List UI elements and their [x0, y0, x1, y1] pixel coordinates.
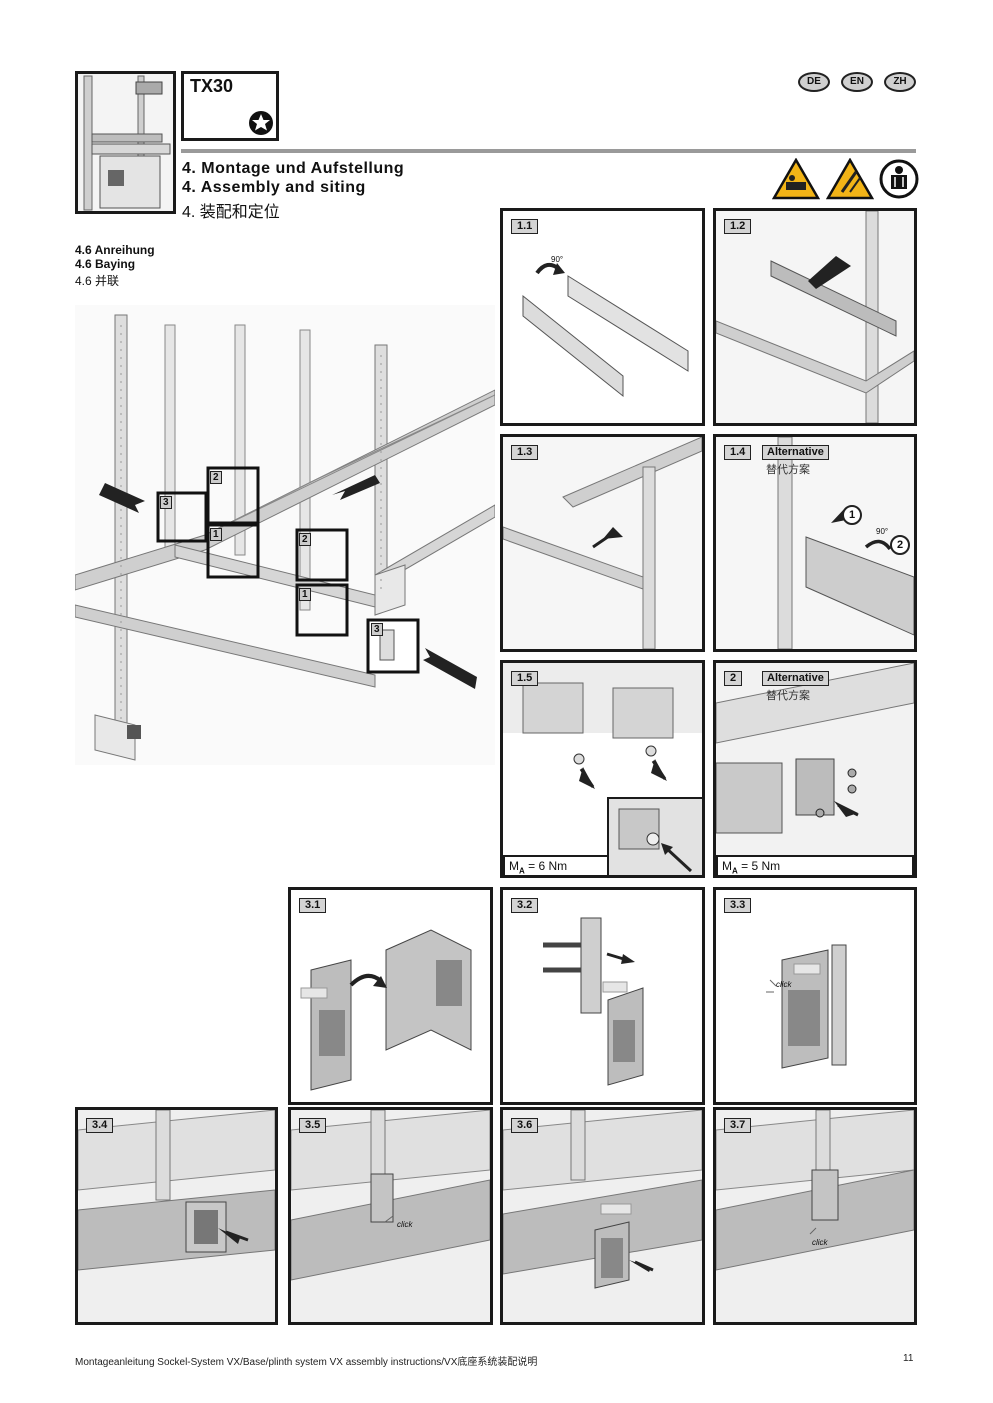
frame-join-drawing	[503, 437, 702, 649]
rail-rotate-alternative-drawing	[716, 437, 914, 649]
panel-1-4-angle: 90°	[876, 527, 889, 536]
panel-3-2: 3.2	[500, 887, 705, 1105]
heading-en: 4. Assembly and siting	[182, 179, 366, 196]
panel-1-1-label: 1.1	[511, 219, 539, 234]
panel-1-3: 1.3	[500, 434, 705, 652]
screw-detail-drawing	[609, 799, 702, 875]
panel-2: 2 Alternative 替代方案 MA = 5 Nm	[713, 660, 917, 878]
main-baying-illustration: 3 2 1 2 1 3	[75, 305, 495, 765]
panel-3-7: 3.7 click	[713, 1107, 917, 1325]
panel-1-5-detail-inset	[607, 797, 702, 875]
plinth-second-cover-drawing	[503, 1110, 702, 1322]
section-zh: 4.6 并联	[75, 274, 120, 288]
cover-click-drawing	[766, 944, 847, 1069]
panel-1-4-alternative-zh: 替代方案	[766, 464, 810, 476]
panel-3-4: 3.4	[75, 1107, 278, 1325]
panel-1-4-label: 1.4	[724, 445, 752, 460]
rail-insert-drawing	[716, 211, 914, 423]
torque-m-2: M	[722, 859, 732, 873]
section-en: 4.6 Baying	[75, 257, 136, 271]
panel-3-4-label: 3.4	[86, 1118, 114, 1133]
panel-1-1-angle: 90°	[551, 255, 564, 264]
heading-de: 4. Montage und Aufstellung	[182, 160, 405, 177]
torque-m: M	[509, 859, 519, 873]
panel-3-7-click: click	[812, 1238, 828, 1247]
callout-label-3b: 3	[371, 623, 383, 636]
lang-badge-en: EN	[841, 72, 873, 92]
tool-box: TX30	[181, 71, 279, 141]
rails-rotate-drawing	[522, 262, 689, 398]
panel-1-5: 1.5 MA = 6 Nm	[500, 660, 705, 878]
qualified-personnel-icon	[879, 159, 919, 199]
panel-1-1: 1.1 90°	[500, 208, 705, 426]
thumbnail-cabinet	[75, 71, 176, 214]
plinth-cover-insert-drawing	[78, 1110, 275, 1322]
torque-sub-2: A	[732, 866, 738, 876]
cover-fold-drawing	[300, 929, 472, 1091]
panel-1-2-label: 1.2	[724, 219, 752, 234]
panel-1-5-torque-value: 6 Nm	[538, 859, 568, 873]
panel-3-7-label: 3.7	[724, 1118, 752, 1133]
panel-1-4: 1.4 Alternative 替代方案 1 2 90°	[713, 434, 917, 652]
heading-zh: 4. 装配和定位	[182, 204, 280, 221]
panel-3-3-label: 3.3	[724, 898, 752, 913]
footer-text: Montageanleitung Sockel-System VX/Base/p…	[75, 1357, 538, 1368]
cover-clip-drawing	[543, 917, 644, 1086]
panel-3-1: 3.1	[288, 887, 493, 1105]
hinge-connector-drawing	[716, 663, 914, 875]
torx-icon	[249, 111, 273, 135]
panel-2-alternative-zh: 替代方案	[766, 690, 810, 702]
callout-label-3a: 3	[160, 496, 172, 509]
screw-fixing-drawing	[503, 663, 702, 789]
panel-3-1-label: 3.1	[299, 898, 327, 913]
panel-3-6-label: 3.6	[511, 1118, 539, 1133]
panel-1-5-torque: MA = 6 Nm	[503, 855, 609, 876]
plinth-final-click-drawing	[716, 1110, 914, 1322]
callout-label-2b: 2	[299, 533, 311, 546]
callout-label-2a: 2	[210, 471, 222, 484]
panel-2-torque: MA = 5 Nm	[716, 855, 914, 876]
panel-3-2-label: 3.2	[511, 898, 539, 913]
section-de: 4.6 Anreihung	[75, 243, 155, 257]
tool-title: TX30	[190, 76, 234, 96]
callout-label-1a: 1	[210, 528, 222, 541]
panel-3-5-label: 3.5	[299, 1118, 327, 1133]
panel-2-label: 2	[724, 671, 743, 686]
panel-3-3-click: click	[776, 980, 792, 989]
panel-1-4-step-1: 1	[849, 509, 856, 521]
falling-parts-warning-icon	[826, 158, 874, 200]
hand-injury-warning-icon	[772, 158, 820, 200]
panel-3-6: 3.6	[500, 1107, 705, 1325]
plinth-corner-click-drawing	[291, 1110, 490, 1322]
torque-sub: A	[519, 866, 525, 876]
panel-1-5-label: 1.5	[511, 671, 539, 686]
panel-3-5: 3.5 click	[288, 1107, 493, 1325]
panel-3-3: 3.3 click	[713, 887, 917, 1105]
panel-1-4-step-2: 2	[897, 539, 904, 551]
callout-label-1b: 1	[299, 588, 311, 601]
panel-2-torque-value: 5 Nm	[751, 859, 781, 873]
panel-1-2: 1.2	[713, 208, 917, 426]
panel-1-4-alternative-label: Alternative	[762, 445, 829, 460]
page-number: 11	[903, 1353, 914, 1364]
panel-2-alternative-label: Alternative	[762, 671, 829, 686]
lang-badge-de: DE	[798, 72, 830, 92]
panel-1-3-label: 1.3	[511, 445, 539, 460]
lang-badge-zh: ZH	[884, 72, 916, 92]
baying-cabinets-drawing	[75, 305, 495, 765]
header-rule	[181, 149, 916, 153]
cabinet-thumbnail-illustration	[78, 74, 173, 211]
panel-3-5-click: click	[397, 1220, 413, 1229]
